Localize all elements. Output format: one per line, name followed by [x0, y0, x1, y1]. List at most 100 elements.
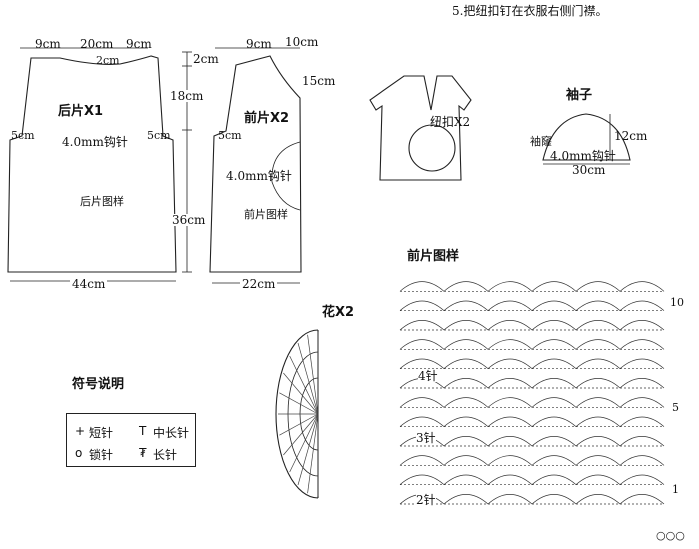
legend-label-ch: 锁针 [89, 448, 114, 462]
chart-chain-arc [531, 358, 577, 369]
flower-ray [289, 413, 319, 473]
back-neck-drop-dim: 2cm [96, 54, 120, 67]
button-label: 纽扣X2 [430, 115, 471, 129]
sleeve-outline [542, 113, 631, 161]
chart-chain-arc [487, 493, 533, 505]
back-piece-title: 后片X1 [58, 104, 104, 119]
chart-chain-arc [443, 493, 489, 505]
chart-chain-arc [575, 435, 621, 447]
back-shoulder-left-dim: 9cm [35, 37, 61, 51]
chart-chain-arc [575, 358, 621, 369]
legend-symbol-sc: + [75, 424, 86, 438]
chart-chain-arc [399, 474, 445, 485]
chart-chain-arc [531, 319, 577, 331]
back-shoulder-right-dim: 9cm [126, 37, 152, 51]
chart-chain-arc [487, 339, 533, 350]
chart-chain-arc [619, 358, 665, 369]
chart-chain-arc [399, 319, 445, 331]
chart-chain-arc [575, 339, 621, 350]
flower-ray [297, 413, 319, 486]
button-circle [408, 124, 456, 172]
chart-chain-arc [487, 474, 533, 485]
chart-chain-arc [619, 281, 665, 292]
front-neck-depth-dim: 15cm [302, 74, 336, 88]
chart-chain-arc [531, 281, 577, 292]
front-neck-width-dim: 10cm [285, 35, 319, 49]
chart-chain-arc [575, 474, 621, 485]
legend-symbol-dc: ₮ [139, 446, 147, 460]
chart-chain-arc [619, 474, 665, 485]
flower-ray [283, 372, 319, 415]
flower-outline [275, 329, 319, 499]
chart-chain-arc [487, 319, 533, 331]
sleeve-width-dim: 30cm [572, 163, 606, 177]
chart-title: 前片图样 [407, 249, 460, 264]
chart-chain-arc [531, 474, 577, 485]
chart-chain-arc [531, 377, 577, 389]
chart-chain-arc [619, 397, 665, 408]
chart-row-number-5: 5 [672, 401, 679, 414]
front-piece-curve [271, 141, 301, 211]
chart-chain-arc [575, 416, 621, 427]
flower-ray [279, 392, 319, 415]
front-bottom-dim: 22cm [240, 277, 278, 291]
side-top-dim: 2cm [193, 52, 219, 66]
chart-chain-arc [443, 455, 489, 466]
chart-chain-arc [443, 474, 489, 485]
chart-chain-arc [443, 281, 489, 292]
body-length-dim: 36cm [172, 213, 206, 227]
chart-chain-arc [443, 416, 489, 427]
chart-chain-arc [487, 300, 533, 311]
chart-chain-arc [619, 416, 665, 427]
front-piece-title: 前片X2 [244, 111, 290, 126]
chart-chain-arc [619, 493, 665, 505]
chart-row-label-2: 2针 [416, 493, 436, 507]
chart-chain-arc [443, 435, 489, 447]
chart-chain-arc [399, 339, 445, 350]
chart-chain-arc [619, 300, 665, 311]
chart-chain-arc [619, 377, 665, 389]
flower-ray [307, 413, 319, 494]
chart-chain-arc [487, 358, 533, 369]
sleeve-cap-label: 袖窿 [530, 135, 552, 148]
back-pattern-label: 后片图样 [80, 195, 124, 208]
instruction-text: 5.把纽扣钉在衣服右侧门襟。 [452, 4, 608, 18]
chart-chain-arc [619, 319, 665, 331]
flower-ray [283, 413, 319, 456]
legend-title: 符号说明 [72, 377, 125, 392]
chart-row-number-1: 1 [672, 483, 679, 496]
chart-chain-arc [487, 281, 533, 292]
chart-chain-arc [575, 319, 621, 331]
back-bottom-dim: 44cm [70, 277, 108, 291]
chart-chain-arc [487, 397, 533, 408]
back-needle: 4.0mm钩针 [62, 135, 128, 149]
chart-chain-arc [531, 435, 577, 447]
chart-chain-arc [531, 397, 577, 408]
chart-chain-arc [487, 455, 533, 466]
chart-chain-arc [399, 397, 445, 408]
legend-box: + 短针 T 中长针 o 锁针 ₮ 长针 [66, 413, 196, 467]
sleeve-title: 袖子 [566, 88, 593, 103]
chart-chain-arc [443, 339, 489, 350]
back-neck-dim: 20cm [80, 37, 114, 51]
chart-chain-arc [575, 397, 621, 408]
flower-ray [279, 413, 319, 436]
chart-chain-arc [399, 281, 445, 292]
front-armhole-dim: 5cm [218, 129, 242, 142]
chart-chain-arc [443, 319, 489, 331]
chart-chain-arc [399, 416, 445, 427]
chart-chain-arc [575, 300, 621, 311]
front-pattern-label: 前片图样 [244, 208, 288, 221]
chart-chain-arc [531, 493, 577, 505]
chart-chain-arc [575, 377, 621, 389]
chart-row-label-3: 3针 [416, 431, 436, 445]
back-armhole-right-dim: 5cm [147, 129, 171, 142]
back-piece-outline [7, 55, 177, 273]
sleeve-needle: 4.0mm钩针 [550, 149, 616, 163]
chart-chain-arc [443, 397, 489, 408]
chart-chain-arc [531, 300, 577, 311]
chart-chain-arc [619, 435, 665, 447]
legend-label-dc: 长针 [153, 448, 178, 462]
chart-chain-arc [443, 377, 489, 389]
